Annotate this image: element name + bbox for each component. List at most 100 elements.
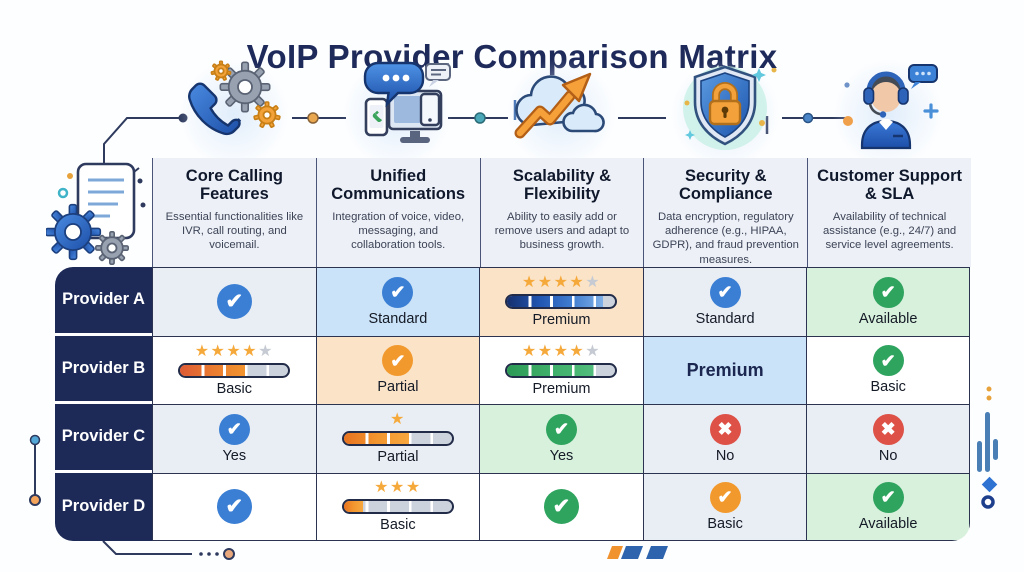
- table-cell-support: ✔ Available: [806, 472, 970, 541]
- table-cell-support: ✖ No: [806, 404, 970, 473]
- table-cell-unified-comms: ✔ Standard: [315, 267, 480, 336]
- provider-label: Provider A: [55, 267, 152, 336]
- column-title: Scalability & Flexibility: [512, 167, 612, 204]
- table-cell-unified-comms: ★ Partial: [315, 404, 480, 473]
- blue-dot: [29, 434, 41, 446]
- progress-bar: [505, 294, 618, 310]
- cell-label: Basic: [380, 517, 416, 534]
- footer-slash-orange: [607, 546, 623, 559]
- check-icon: ✔: [382, 276, 414, 308]
- table-cell-security: ✖ No: [642, 404, 807, 473]
- cell-label: Standard: [368, 310, 428, 327]
- progress-bar: [178, 362, 291, 378]
- provider-label: Provider C: [55, 404, 152, 473]
- cell-label: Premium: [532, 312, 591, 329]
- footer-slash-blue: [621, 546, 643, 559]
- cell-label: Yes: [549, 447, 574, 464]
- table-cell-security: Premium: [642, 335, 807, 404]
- table-cell-scalability: ✔ Yes: [479, 404, 643, 473]
- check-icon: ✔: [872, 345, 904, 377]
- table-cell-security: ✔ Standard: [642, 267, 807, 336]
- cell-label: No: [715, 447, 735, 464]
- star-rating: ★★★: [374, 479, 422, 497]
- table-cell-scalability: ★★★★★ Premium: [479, 335, 643, 404]
- orange-dot: [223, 548, 235, 560]
- table-cell-unified-comms: ★★★ Basic: [315, 472, 480, 541]
- progress-bar: [341, 431, 454, 447]
- column-title: Customer Support & SLA: [817, 167, 962, 204]
- table-cell-unified-comms: ✔ Partial: [315, 335, 480, 404]
- cross-icon: ✖: [709, 413, 741, 445]
- check-icon: ✔: [216, 489, 252, 525]
- cell-label: Standard: [695, 310, 755, 327]
- star-rating: ★★★★★: [194, 342, 274, 360]
- cell-label: Available: [858, 310, 918, 327]
- provider-label: Provider B: [55, 335, 152, 404]
- shield-lock-icon: [669, 60, 780, 158]
- phone-gear-icon: [178, 60, 289, 158]
- teal-dot: [474, 112, 486, 124]
- cell-label: Yes: [222, 447, 247, 464]
- cell-label: Partial: [377, 379, 419, 396]
- ring-dot: [981, 495, 995, 509]
- table-cell-core-calling: ✔: [152, 267, 316, 336]
- column-title: Unified Communications: [331, 167, 466, 204]
- provider-label: Provider D: [55, 472, 152, 541]
- star-rating: ★: [389, 411, 406, 429]
- column-title: Core Calling Features: [185, 167, 283, 204]
- comparison-table: Provider A ✔ ✔ Standard ★★★★★ Premium ✔ Standar…: [55, 267, 970, 541]
- cell-label: Partial: [377, 449, 419, 466]
- tier-text: Premium: [686, 359, 764, 380]
- table-cell-core-calling: ✔: [152, 472, 316, 541]
- document-gears-icon: [44, 158, 152, 266]
- table-cell-security: ✔ Basic: [642, 472, 807, 541]
- progress-bar: [341, 499, 454, 515]
- blue-dot: [802, 112, 814, 124]
- star-rating: ★★★★★: [521, 342, 602, 360]
- check-icon: ✔: [216, 284, 252, 320]
- cell-label: Basic: [216, 380, 253, 397]
- table-cell-core-calling: ★★★★★ Basic: [152, 335, 316, 404]
- footer-slash-blue: [646, 546, 668, 559]
- cell-label: No: [878, 447, 898, 464]
- column-description: Integration of voice, video, messaging, …: [332, 210, 465, 252]
- column-description: Data encryption, regulatory adherence (e…: [652, 210, 799, 266]
- check-icon: ✔: [872, 276, 904, 308]
- check-icon: ✔: [382, 345, 414, 377]
- check-icon: ✔: [543, 489, 579, 525]
- cell-label: Premium: [532, 380, 591, 397]
- blue-diamond: [981, 476, 998, 493]
- cell-label: Basic: [870, 379, 906, 396]
- column-title: Security & Compliance: [679, 167, 773, 204]
- table-cell-support: ✔ Available: [806, 267, 970, 336]
- check-icon: ✔: [709, 481, 741, 513]
- cell-label: Basic: [707, 515, 743, 532]
- table-cell-scalability: ✔: [479, 472, 643, 541]
- progress-bar: [505, 362, 618, 378]
- orange-dot: [307, 112, 319, 124]
- column-description: Availability of technical assistance (e.…: [823, 210, 957, 252]
- check-icon: ✔: [218, 413, 250, 445]
- table-cell-core-calling: ✔ Yes: [152, 404, 316, 473]
- bottom-left-polyline: [102, 540, 192, 555]
- check-icon: ✔: [545, 413, 577, 445]
- column-description: Essential functionalities like IVR, call…: [165, 210, 304, 252]
- star-rating: ★★★★★: [521, 274, 602, 292]
- chat-devices-icon: [342, 60, 453, 158]
- table-cell-scalability: ★★★★★ Premium: [479, 267, 643, 336]
- check-icon: ✔: [709, 276, 741, 308]
- column-header-support: Customer Support & SLA Availability of te…: [807, 158, 971, 267]
- orange-dot: [29, 494, 41, 506]
- column-description: Ability to easily add or remove users an…: [494, 210, 630, 252]
- check-icon: ✔: [872, 481, 904, 513]
- right-accent-bars: [985, 412, 990, 472]
- cell-label: Available: [858, 515, 918, 532]
- cloud-growth-icon: [506, 60, 616, 158]
- cross-icon: ✖: [872, 413, 904, 445]
